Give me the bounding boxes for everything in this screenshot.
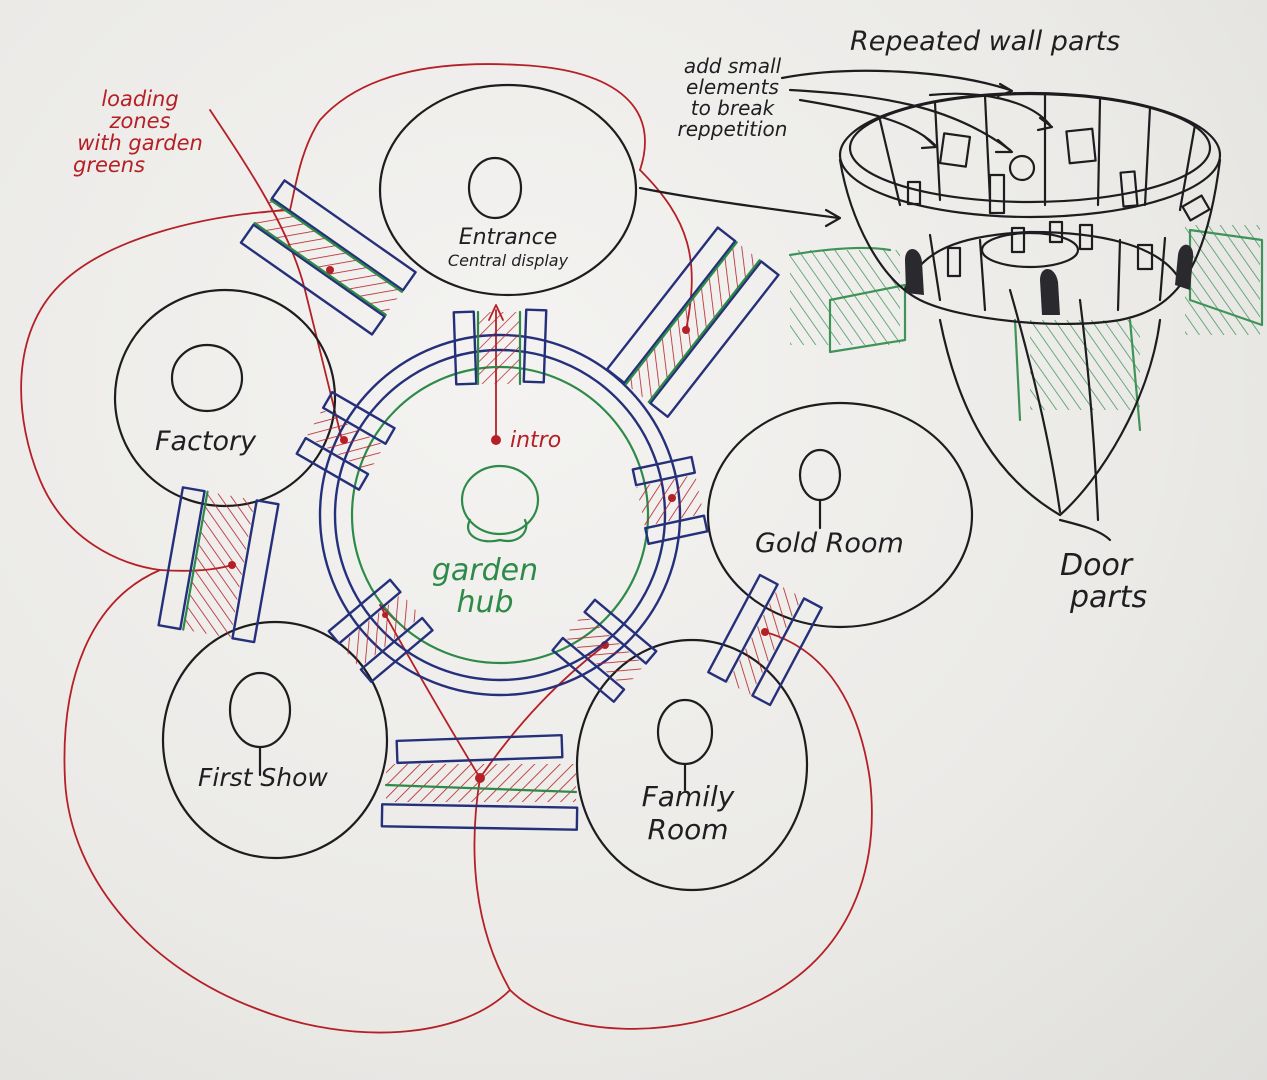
- loading-zones-line1: loading: [101, 87, 179, 111]
- door-parts-line2: parts: [1070, 579, 1148, 615]
- first-show-label: First Show: [198, 763, 328, 792]
- loading-zone-outline: [20, 63, 873, 1034]
- family-room-line2: Room: [647, 813, 729, 847]
- garden-hub-label: garden hub: [430, 555, 540, 618]
- add-small-line3: to break: [690, 96, 775, 120]
- loading-zones-line2: zones: [109, 109, 171, 134]
- add-small-line4: reppetition: [677, 117, 788, 141]
- entrance-title: Entrance: [458, 225, 558, 250]
- loading-zones-line4: greens: [73, 153, 146, 178]
- add-small-line1: add small: [683, 54, 782, 78]
- family-room-line1: Family: [641, 780, 735, 813]
- add-small-elements-note: add small elements to break reppetition: [640, 56, 825, 140]
- entrance-label: Entrance Central display: [420, 226, 596, 270]
- garden-hub-line2: hub: [456, 584, 514, 620]
- door-parts-line1: Door: [1060, 548, 1133, 583]
- gold-room-label: Gold Room: [755, 528, 904, 559]
- loading-zones-note: loading zones with garden greens: [55, 88, 225, 176]
- loading-zones-line3: with garden: [77, 131, 203, 156]
- entrance-subtitle: Central display: [447, 251, 569, 271]
- intro-label: intro: [510, 428, 562, 453]
- garden-hub-line1: garden: [431, 553, 539, 588]
- room-circles: [113, 83, 974, 892]
- factory-label: Factory: [155, 426, 257, 457]
- family-room-label: Family Room: [618, 782, 758, 845]
- add-small-line2: elements: [686, 75, 779, 99]
- corridors: [157, 179, 823, 831]
- repeated-wall-parts-note: Repeated wall parts: [850, 26, 1121, 57]
- door-parts-note: Door parts: [1060, 550, 1147, 613]
- wall-parts-sketch: [638, 69, 1264, 542]
